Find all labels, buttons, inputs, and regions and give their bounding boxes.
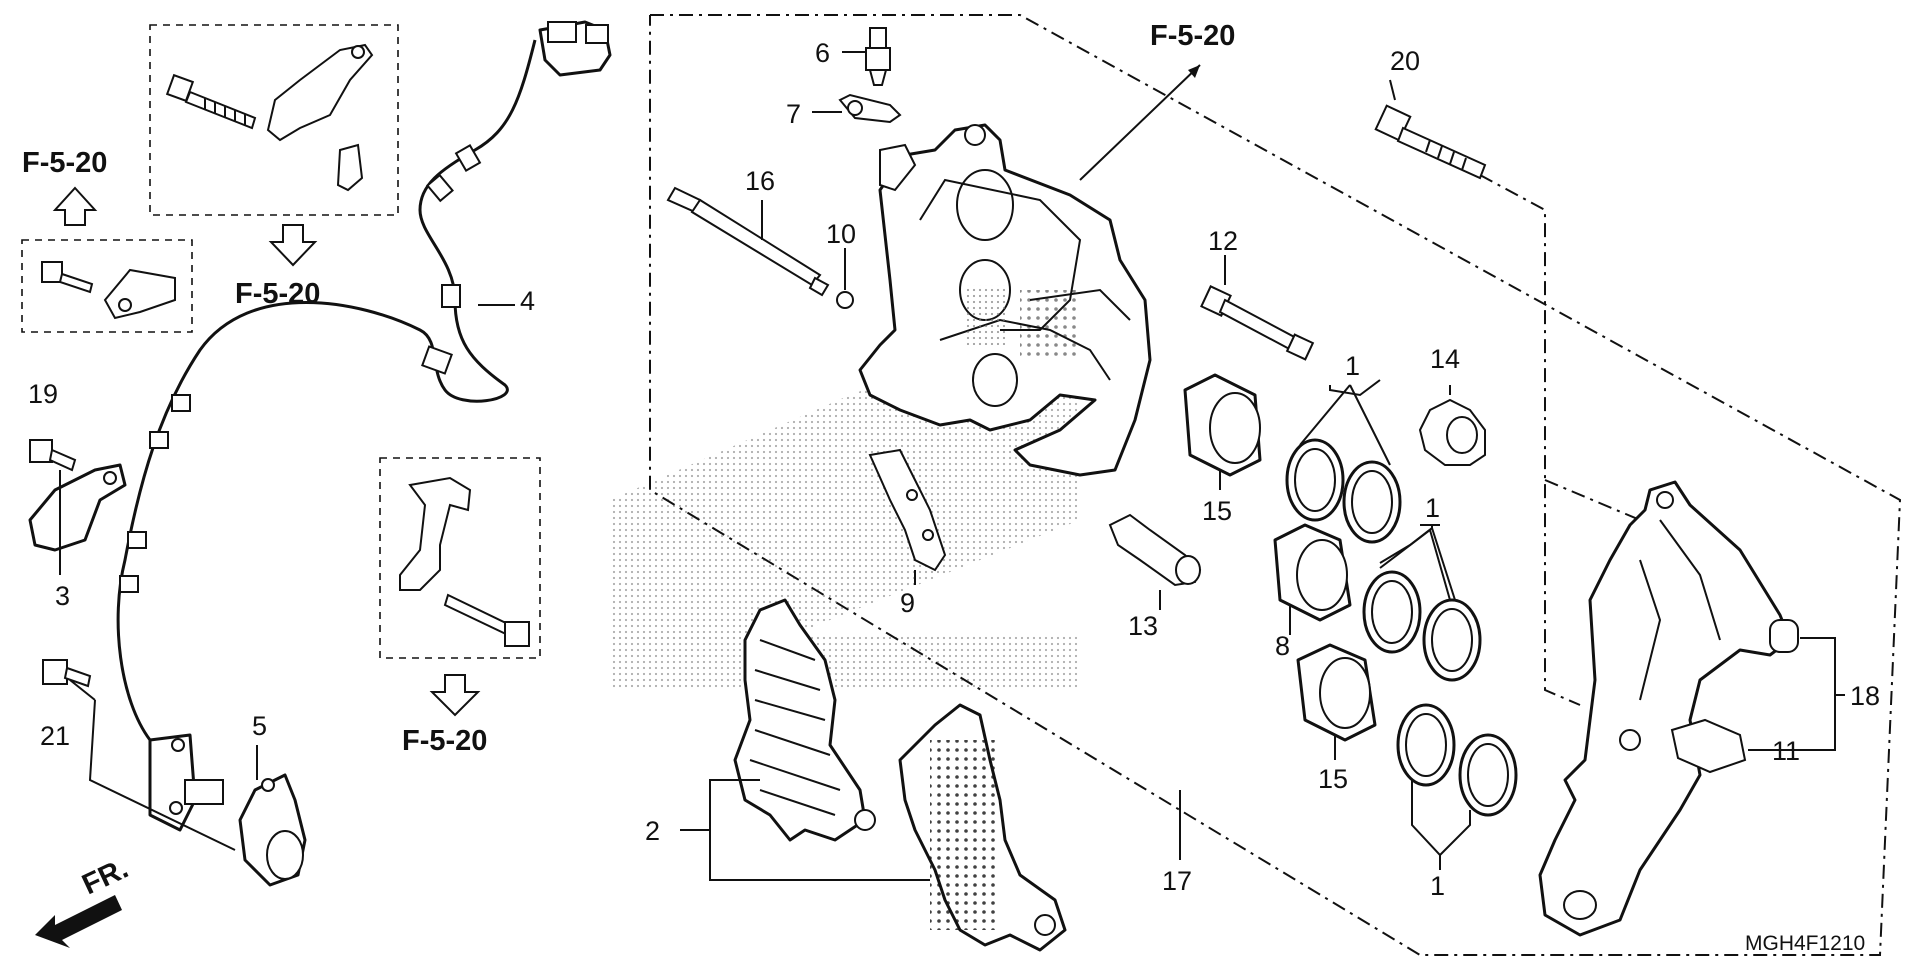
ref-caliper-top-label: F-5-20	[1150, 20, 1235, 52]
callout-13: 13	[1128, 611, 1158, 641]
diagram-code: MGH4F1210	[1745, 932, 1865, 955]
callout-1-upper: 1	[1345, 351, 1360, 381]
small-bolt-box	[21, 239, 193, 333]
front-marker-label: FR.	[77, 853, 133, 902]
callout-5: 5	[252, 711, 267, 741]
pad-retainer-part	[1670, 718, 1747, 774]
callout-1-lower: 1	[1430, 871, 1445, 901]
brake-pad-part	[733, 598, 876, 842]
ref-down-arrow-2-icon	[429, 674, 481, 717]
wire-grommets	[119, 143, 482, 593]
front-arrow-icon	[35, 895, 122, 948]
ref-box-sensor-clamp-label: F-5-20	[402, 725, 487, 757]
pin-bolt-part	[1200, 285, 1315, 361]
sensor-clamp-box	[379, 457, 541, 659]
brake-pad-second-part	[898, 703, 1067, 952]
callout-12: 12	[1208, 226, 1238, 256]
pin-clip-part	[836, 291, 854, 309]
callout-8: 8	[1275, 631, 1290, 661]
piston-lower-part	[1296, 643, 1377, 742]
caliper-bolt-part	[1108, 513, 1202, 587]
callout-3: 3	[55, 581, 70, 611]
callout-14: 14	[1430, 344, 1460, 374]
callout-15-upper: 15	[1202, 496, 1232, 526]
ref-up-arrow-icon	[52, 186, 98, 226]
ref-top-left-label: F-5-20	[22, 147, 107, 179]
callout-16: 16	[745, 166, 775, 196]
callout-1-middle: 1	[1425, 493, 1440, 523]
callout-15-lower: 15	[1318, 764, 1348, 794]
callout-21: 21	[40, 721, 70, 751]
leader-bracket	[1544, 479, 1641, 521]
assembly-boundary	[649, 14, 1902, 956]
pin-boot-part	[1418, 398, 1486, 466]
callout-20: 20	[1390, 46, 1420, 76]
top-bracket-box	[149, 24, 399, 216]
left-leaders	[59, 304, 515, 851]
pad-spring-part	[868, 448, 947, 572]
ref-down-arrow-icon	[268, 224, 318, 267]
callout-19: 19	[28, 379, 58, 409]
callout-18: 18	[1850, 681, 1880, 711]
bleeder-valve-part	[865, 27, 891, 86]
connector-plug	[538, 20, 612, 77]
sensor-bolt-part	[42, 659, 92, 688]
speed-sensor-part	[148, 733, 307, 887]
callout-10: 10	[826, 219, 856, 249]
right-leaders	[1159, 79, 1845, 870]
callout-4: 4	[520, 286, 535, 316]
callout-17: 17	[1162, 866, 1192, 896]
sensor-wire	[116, 39, 537, 741]
callout-9: 9	[900, 588, 915, 618]
callout-2: 2	[645, 816, 660, 846]
piston-middle-part	[1273, 523, 1352, 622]
middle-leaders	[680, 51, 1201, 881]
seal-rings-part	[1285, 438, 1518, 817]
caliper-body-part	[858, 123, 1152, 477]
pad-pin-part	[666, 186, 830, 297]
callout-11: 11	[1772, 736, 1800, 766]
caliper-bracket-part	[1538, 480, 1799, 937]
callout-labels: 1 1 1 2 3 4 5 6 7 8 9 10 11 12 13 14 15 …	[28, 38, 1880, 901]
mounting-bolt-part	[1374, 104, 1487, 180]
sensor-bracket-part	[28, 439, 127, 552]
callout-7: 7	[786, 99, 801, 129]
piston-upper-part	[1183, 373, 1262, 477]
callout-6: 6	[815, 38, 830, 68]
leader-bolt-20	[1479, 174, 1581, 706]
